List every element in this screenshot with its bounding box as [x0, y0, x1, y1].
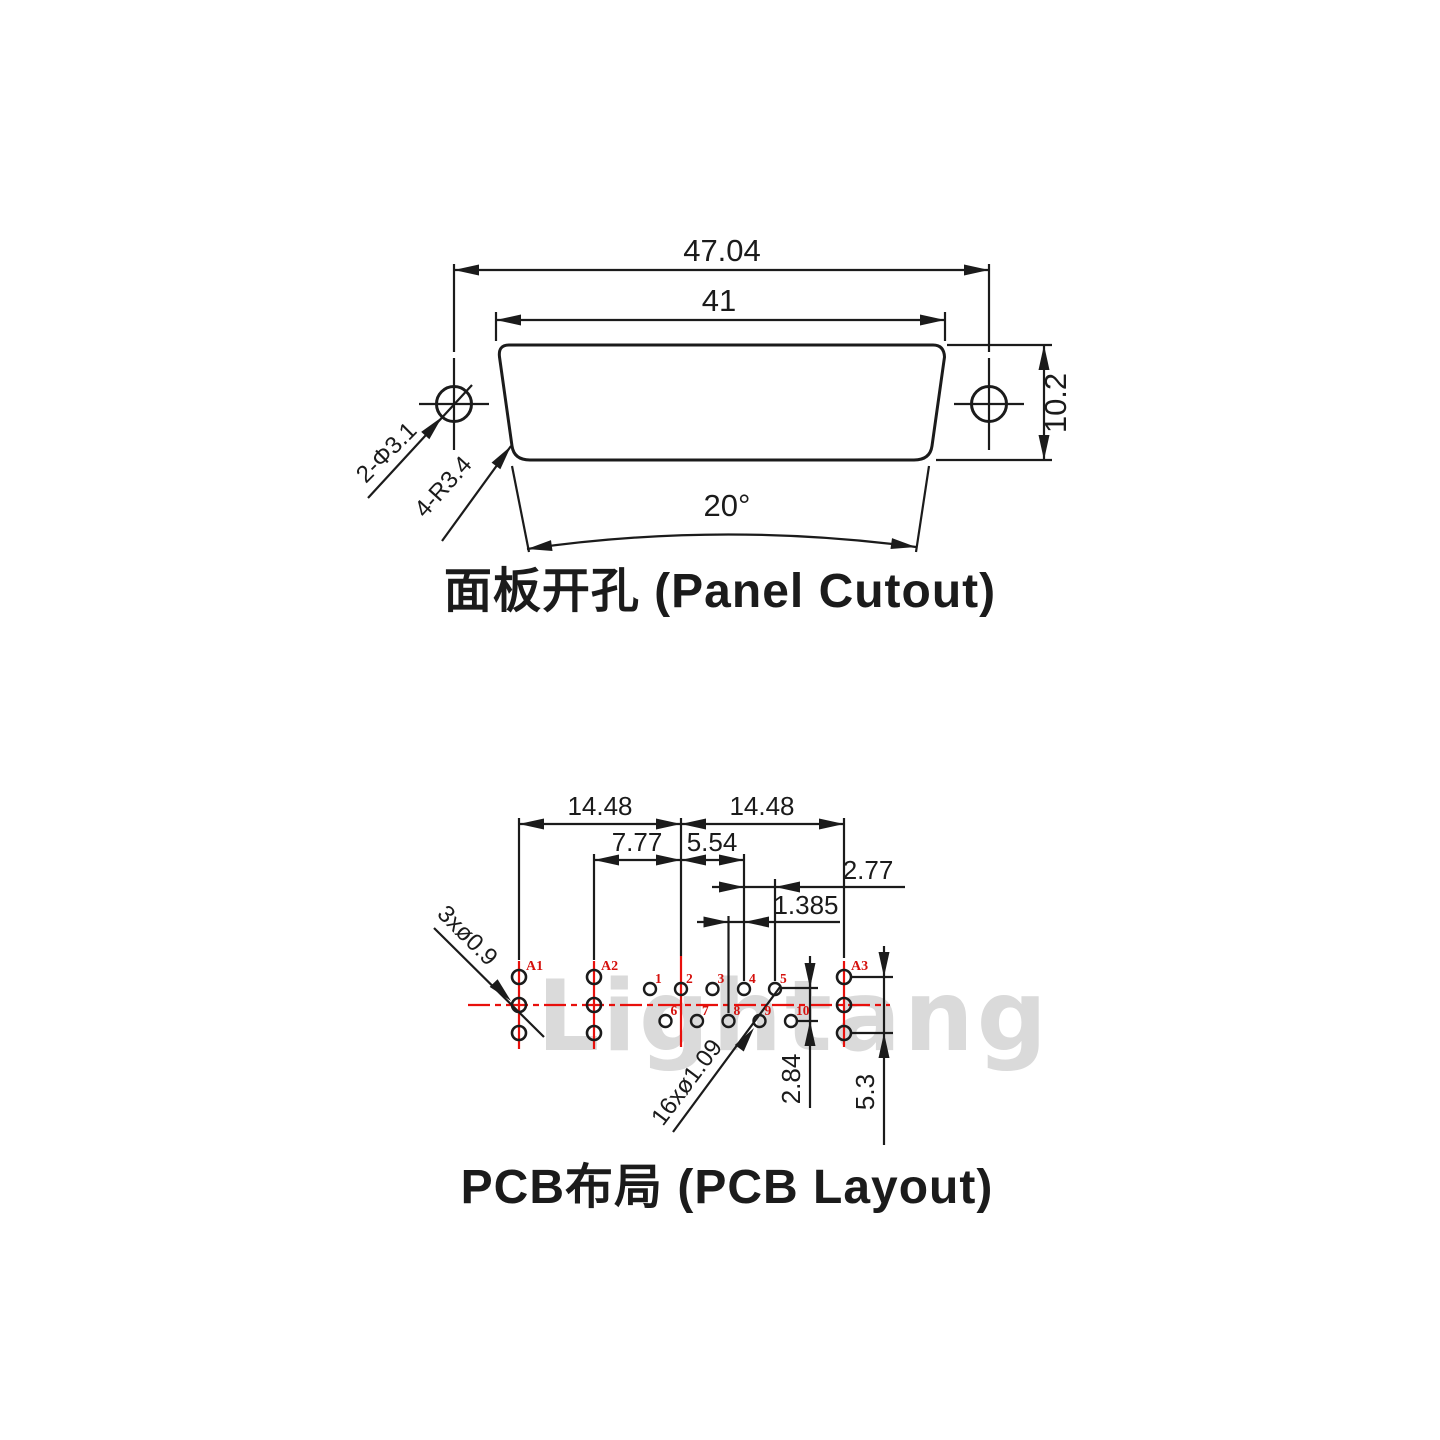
coax-label: A1: [526, 959, 543, 974]
coax-hole: [510, 968, 528, 986]
pcb-layout-drawing: 14.48 14.48 7.77 5.54 2.77 1.385 2.84: [432, 791, 994, 1214]
dim-row-stagger-label: 1.385: [773, 890, 838, 920]
flare-line-right: [914, 465, 931, 553]
pin-label: 2: [686, 971, 693, 986]
dim-center-a3-label: 14.48: [729, 791, 794, 821]
coax-hole: [835, 996, 853, 1014]
coax-hole: [510, 1024, 528, 1042]
coax-hole: [835, 1024, 853, 1042]
pcb-layout-title: PCB布局 (PCB Layout): [461, 1161, 994, 1214]
angle-arc: [526, 533, 917, 551]
pin-hole: [673, 981, 689, 997]
coax-hole: [585, 968, 603, 986]
pin-label: 10: [796, 1003, 810, 1018]
coax-hole: [585, 996, 603, 1014]
pin-hole: [705, 981, 720, 997]
pin-hole: [736, 981, 752, 997]
coax-hole: [585, 1024, 603, 1042]
dim-coax-span-label: 5.3: [850, 1074, 880, 1110]
dim-pin-pitch-label: 2.77: [843, 855, 894, 885]
pin-hole: [752, 1013, 767, 1029]
coax-label: A3: [851, 959, 868, 974]
dim-a2-center-label: 7.77: [612, 827, 663, 857]
pin-hole: [658, 1013, 673, 1029]
coax-hole: [510, 996, 528, 1014]
flare-line-left: [510, 465, 531, 553]
panel-cutout-title: 面板开孔 (Panel Cutout): [444, 565, 996, 618]
pin-label: 3: [718, 971, 725, 986]
pin-label: 9: [765, 1003, 772, 1018]
pcb-pin-field: A1 A2 A3 1 2 3 4 5 6 7 8 9 10: [510, 959, 868, 1042]
leader-signal-holes: [672, 986, 781, 1133]
label-corner-radius: 4-R3.4: [409, 451, 477, 523]
pin-label: 7: [702, 1003, 709, 1018]
pin-label: 1: [655, 971, 662, 986]
leader-coax-holes: [433, 927, 545, 1038]
pin-hole: [767, 981, 783, 997]
dim-angle-label: 20°: [704, 488, 751, 523]
dim-outer-width-label: 47.04: [683, 233, 761, 268]
panel-cutout-drawing: 47.04 41 10.2 20° 2-Φ3.1 4-R3.4 面板开孔 (Pa…: [351, 233, 1073, 618]
connector-outline: [497, 343, 947, 462]
pin-label: 6: [671, 1003, 678, 1018]
dim-inner-width-label: 41: [702, 283, 736, 318]
pin-hole: [642, 981, 658, 997]
dim-row-spacing-label: 2.84: [776, 1054, 806, 1105]
coax-hole: [835, 968, 853, 986]
dim-height-label: 10.2: [1038, 373, 1073, 433]
pin-hole: [721, 1013, 736, 1029]
pin-hole: [783, 1013, 799, 1029]
coax-label: A2: [601, 959, 618, 974]
pin-label: 8: [734, 1003, 741, 1018]
dim-center-pin4-label: 5.54: [687, 827, 738, 857]
leader-mounting-holes: [367, 384, 473, 499]
pin-hole: [689, 1013, 705, 1029]
pin-label: 5: [780, 971, 787, 986]
watermark-text: Lightang: [537, 960, 1050, 1074]
pin-label: 4: [749, 971, 756, 986]
dim-a1-center-label: 14.48: [567, 791, 632, 821]
